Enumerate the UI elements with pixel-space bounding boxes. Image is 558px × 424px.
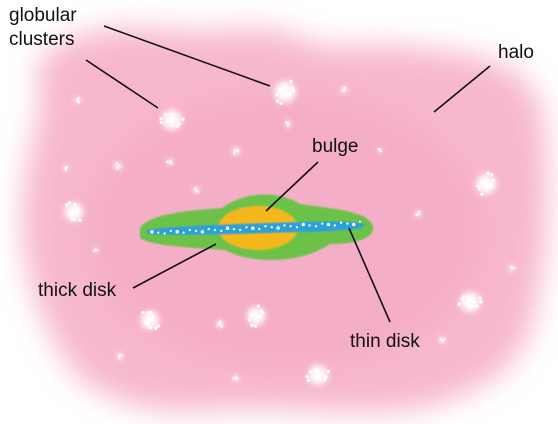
globular-cluster [457, 289, 483, 315]
disk-star [352, 223, 356, 227]
label-halo: halo [498, 42, 534, 64]
disk-star [290, 225, 292, 227]
globular-cluster [215, 319, 225, 329]
disk-star [308, 224, 310, 226]
disk-star [189, 229, 191, 231]
disk-star [321, 222, 323, 224]
label-globular-clusters-line2: clusters [9, 29, 74, 51]
disk-star [233, 228, 235, 230]
disk-star [182, 232, 184, 234]
disk-star [346, 222, 348, 224]
globular-cluster [232, 374, 240, 382]
globular-cluster [62, 200, 86, 224]
disk-star [334, 224, 336, 226]
globular-cluster [473, 171, 499, 197]
disk-star [220, 230, 222, 232]
disk-star [150, 230, 154, 234]
globular-cluster [414, 210, 422, 218]
disk-star [258, 228, 260, 230]
disk-star [340, 222, 342, 224]
disk-star [208, 228, 210, 230]
disk-star [195, 230, 197, 232]
globular-cluster [93, 247, 99, 253]
globular-cluster [377, 147, 383, 153]
disk-star [201, 230, 205, 234]
globular-cluster [74, 96, 82, 104]
disk-star [163, 232, 165, 234]
globular-cluster [508, 264, 516, 272]
globular-cluster [113, 161, 123, 171]
disk-star [271, 226, 273, 228]
globular-cluster [116, 352, 124, 360]
disk-star [239, 229, 241, 231]
globular-cluster [271, 78, 299, 106]
globular-cluster [340, 86, 348, 94]
label-bulge: bulge [312, 136, 359, 158]
disk-star [157, 232, 159, 234]
disk-star [251, 226, 255, 230]
globular-cluster [438, 336, 446, 344]
disk-star [302, 223, 306, 227]
label-globular-clusters-line1: globular [9, 5, 77, 27]
disk-star [226, 226, 230, 230]
disk-star [175, 230, 179, 234]
disk-star [283, 224, 285, 226]
globular-cluster [192, 186, 200, 194]
label-thick-disk: thick disk [38, 280, 116, 302]
disk-star [245, 226, 247, 228]
label-thin-disk: thin disk [350, 331, 420, 353]
globular-cluster [284, 120, 292, 128]
globular-cluster [63, 165, 69, 171]
disk-star [327, 223, 331, 227]
globular-cluster [231, 146, 241, 156]
disk-star [276, 226, 280, 230]
disk-star [170, 230, 172, 232]
disk-star [296, 226, 298, 228]
disk-star [315, 225, 317, 227]
globular-cluster [305, 362, 331, 388]
disk-star [264, 225, 266, 227]
disk-star [214, 229, 216, 231]
globular-cluster [159, 107, 185, 133]
globular-cluster [138, 308, 162, 332]
globular-cluster [244, 304, 268, 328]
globular-cluster [166, 158, 174, 166]
disk-star [359, 221, 361, 223]
